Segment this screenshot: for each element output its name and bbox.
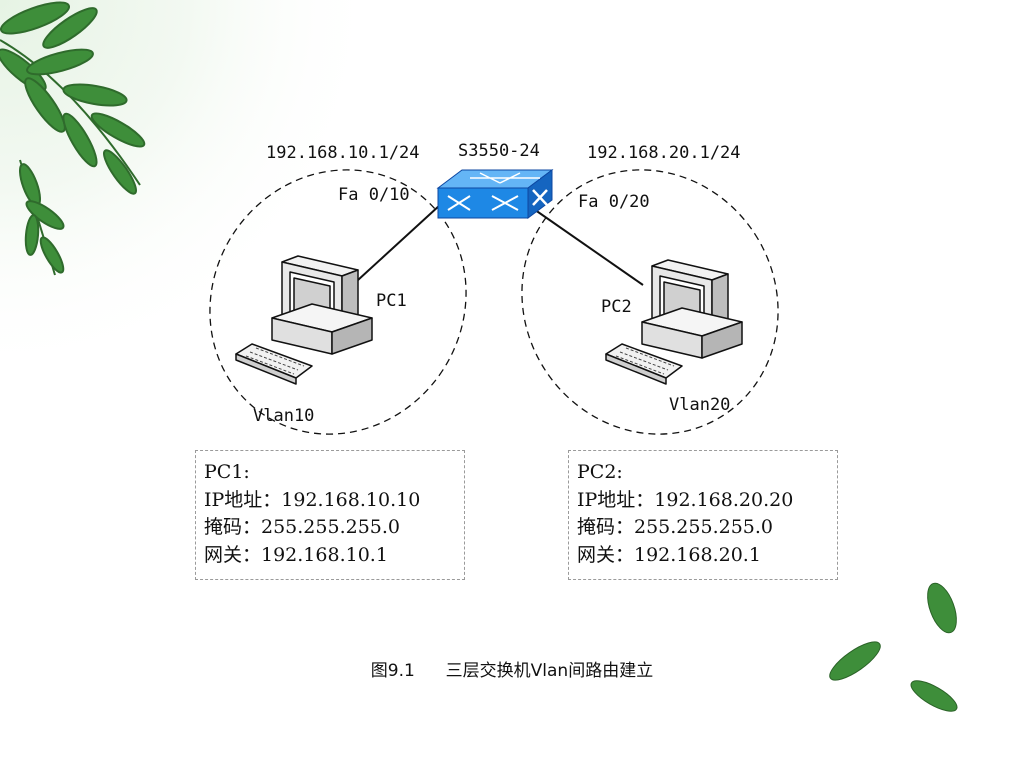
vlan10-label: Vlan10: [253, 406, 315, 426]
switch-name-label: S3550-24: [458, 141, 540, 161]
link-pc2-switch: [527, 204, 644, 286]
pc1-info-title: PC1:: [204, 461, 250, 483]
figure-title: 三层交换机Vlan间路由建立: [445, 661, 654, 681]
pc1-ip-address: IP地址：192.168.10.10: [204, 488, 421, 511]
link-pc1-switch: [357, 204, 441, 281]
pc2-gateway: 网关：192.168.20.1: [577, 543, 761, 566]
pc2-computer-icon: [605, 259, 743, 385]
pc2-info-box: PC2: IP地址：192.168.20.20 掩码：255.255.255.0…: [568, 450, 838, 580]
left-port-label: Fa 0/10: [338, 185, 410, 205]
pc2-subnet-mask: 掩码：255.255.255.0: [577, 516, 774, 538]
vlan20-boundary: [521, 169, 779, 435]
switch-icon: [436, 169, 554, 219]
pc1-subnet-mask: 掩码：255.255.255.0: [204, 516, 401, 538]
leaves-icon: [829, 582, 958, 712]
left-gateway-label: 192.168.10.1/24: [266, 143, 420, 163]
pc1-info-box: PC1: IP地址：192.168.10.10 掩码：255.255.255.0…: [195, 450, 465, 580]
vlan20-label: Vlan20: [669, 395, 731, 415]
pc1-gateway: 网关：192.168.10.1: [204, 543, 388, 566]
right-gateway-label: 192.168.20.1/24: [587, 143, 741, 163]
figure-caption: 图9.1 三层交换机Vlan间路由建立: [0, 656, 1024, 681]
figure-number: 图9.1: [370, 661, 415, 681]
pc1-computer-icon: [235, 255, 373, 385]
pc2-info-title: PC2:: [577, 461, 623, 483]
pc1-label: PC1: [376, 291, 407, 311]
right-port-label: Fa 0/20: [578, 192, 650, 212]
fern-icon: [0, 1, 146, 276]
vlan10-boundary: [209, 169, 467, 435]
pc2-ip-address: IP地址：192.168.20.20: [577, 488, 794, 511]
pc2-label: PC2: [601, 297, 632, 317]
